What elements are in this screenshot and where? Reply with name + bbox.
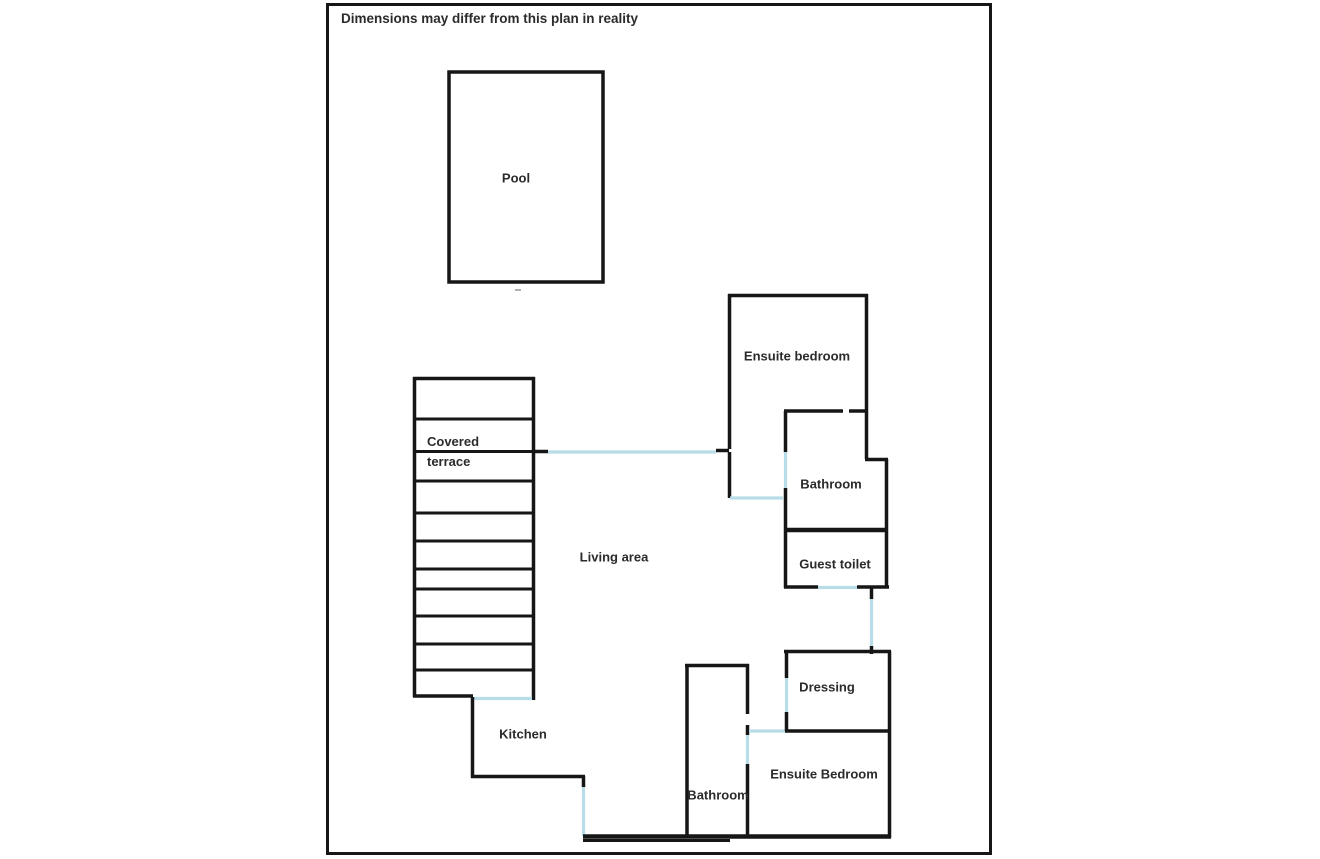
pool-outline [447,70,605,284]
room-label-dressing: Dressing [799,679,855,695]
room-label-pool: Pool [501,170,531,186]
room-label-ensuite-bedroom-bottom: Ensuite Bedroom [770,766,878,782]
scan-artifact-mark [515,289,521,291]
room-label-bathroom-bottom: Bathroom [687,787,749,803]
room-label-kitchen: Kitchen [499,726,547,742]
room-label-ensuite-bedroom-top: Ensuite bedroom [743,348,851,364]
room-label-living-area: Living area [579,549,649,565]
room-label-terrace: terrace [427,454,471,469]
plan-outer-border [326,3,992,855]
room-label-bathroom-top: Bathroom [800,476,862,492]
disclaimer-text: Dimensions may differ from this plan in … [341,11,639,26]
room-label-covered: Covered [427,434,480,449]
room-label-guest-toilet: Guest toilet [799,556,871,572]
